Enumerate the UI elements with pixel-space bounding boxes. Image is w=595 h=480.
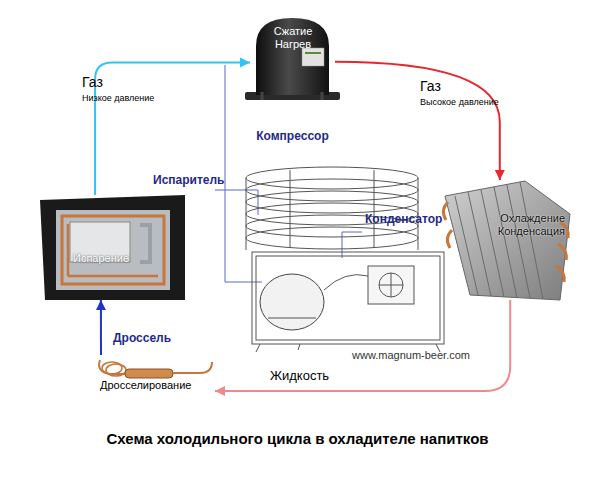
condenser-illustration xyxy=(443,181,570,300)
part-heading: Дроссель xyxy=(113,331,171,345)
flow-line xyxy=(215,300,510,391)
part-text: Дросселирование xyxy=(100,379,191,392)
flow-note: Высокое давление xyxy=(420,97,499,108)
flow-line xyxy=(335,62,500,180)
flow-line xyxy=(95,63,250,195)
flow-arrow xyxy=(95,58,250,195)
flow-note: Жидкость xyxy=(270,368,329,384)
flow-arrow xyxy=(96,300,106,355)
evaporator-illustration xyxy=(40,195,185,300)
flow-arrow xyxy=(335,62,505,180)
part-heading: Конденсатор xyxy=(365,212,442,226)
flow-arrow xyxy=(215,300,510,396)
compressor-illustration xyxy=(245,18,340,100)
part-text: Сжатие Нагрев xyxy=(268,25,318,51)
capillary-illustration xyxy=(99,360,212,378)
arrow-head xyxy=(96,300,106,310)
part-heading: Испаритель xyxy=(153,173,224,187)
part-text: Испарение xyxy=(73,252,129,265)
flow-note: Газ xyxy=(420,78,441,95)
evaporator-node: ИспарительИспарение xyxy=(40,195,185,300)
cooler-unit-drawing xyxy=(246,167,444,352)
diagram-caption: Схема холодильного цикла в охладителе на… xyxy=(0,430,595,448)
part-text: Охлаждение Конденсация xyxy=(480,212,565,238)
flow-note: Низкое давление xyxy=(82,93,154,104)
flow-note: Газ xyxy=(82,74,103,91)
watermark: www.magnum-beer.com xyxy=(352,349,470,362)
arrow-head xyxy=(495,170,505,180)
part-text: Компрессор xyxy=(238,129,347,143)
condenser-node: КонденсаторОхлаждение Конденсация xyxy=(440,180,570,300)
arrow-head xyxy=(240,58,250,68)
compressor-node: Сжатие НагревКомпрессор xyxy=(250,15,335,100)
capillary-node: ДроссельДросселирование xyxy=(95,355,215,395)
arrow-head xyxy=(215,386,225,396)
